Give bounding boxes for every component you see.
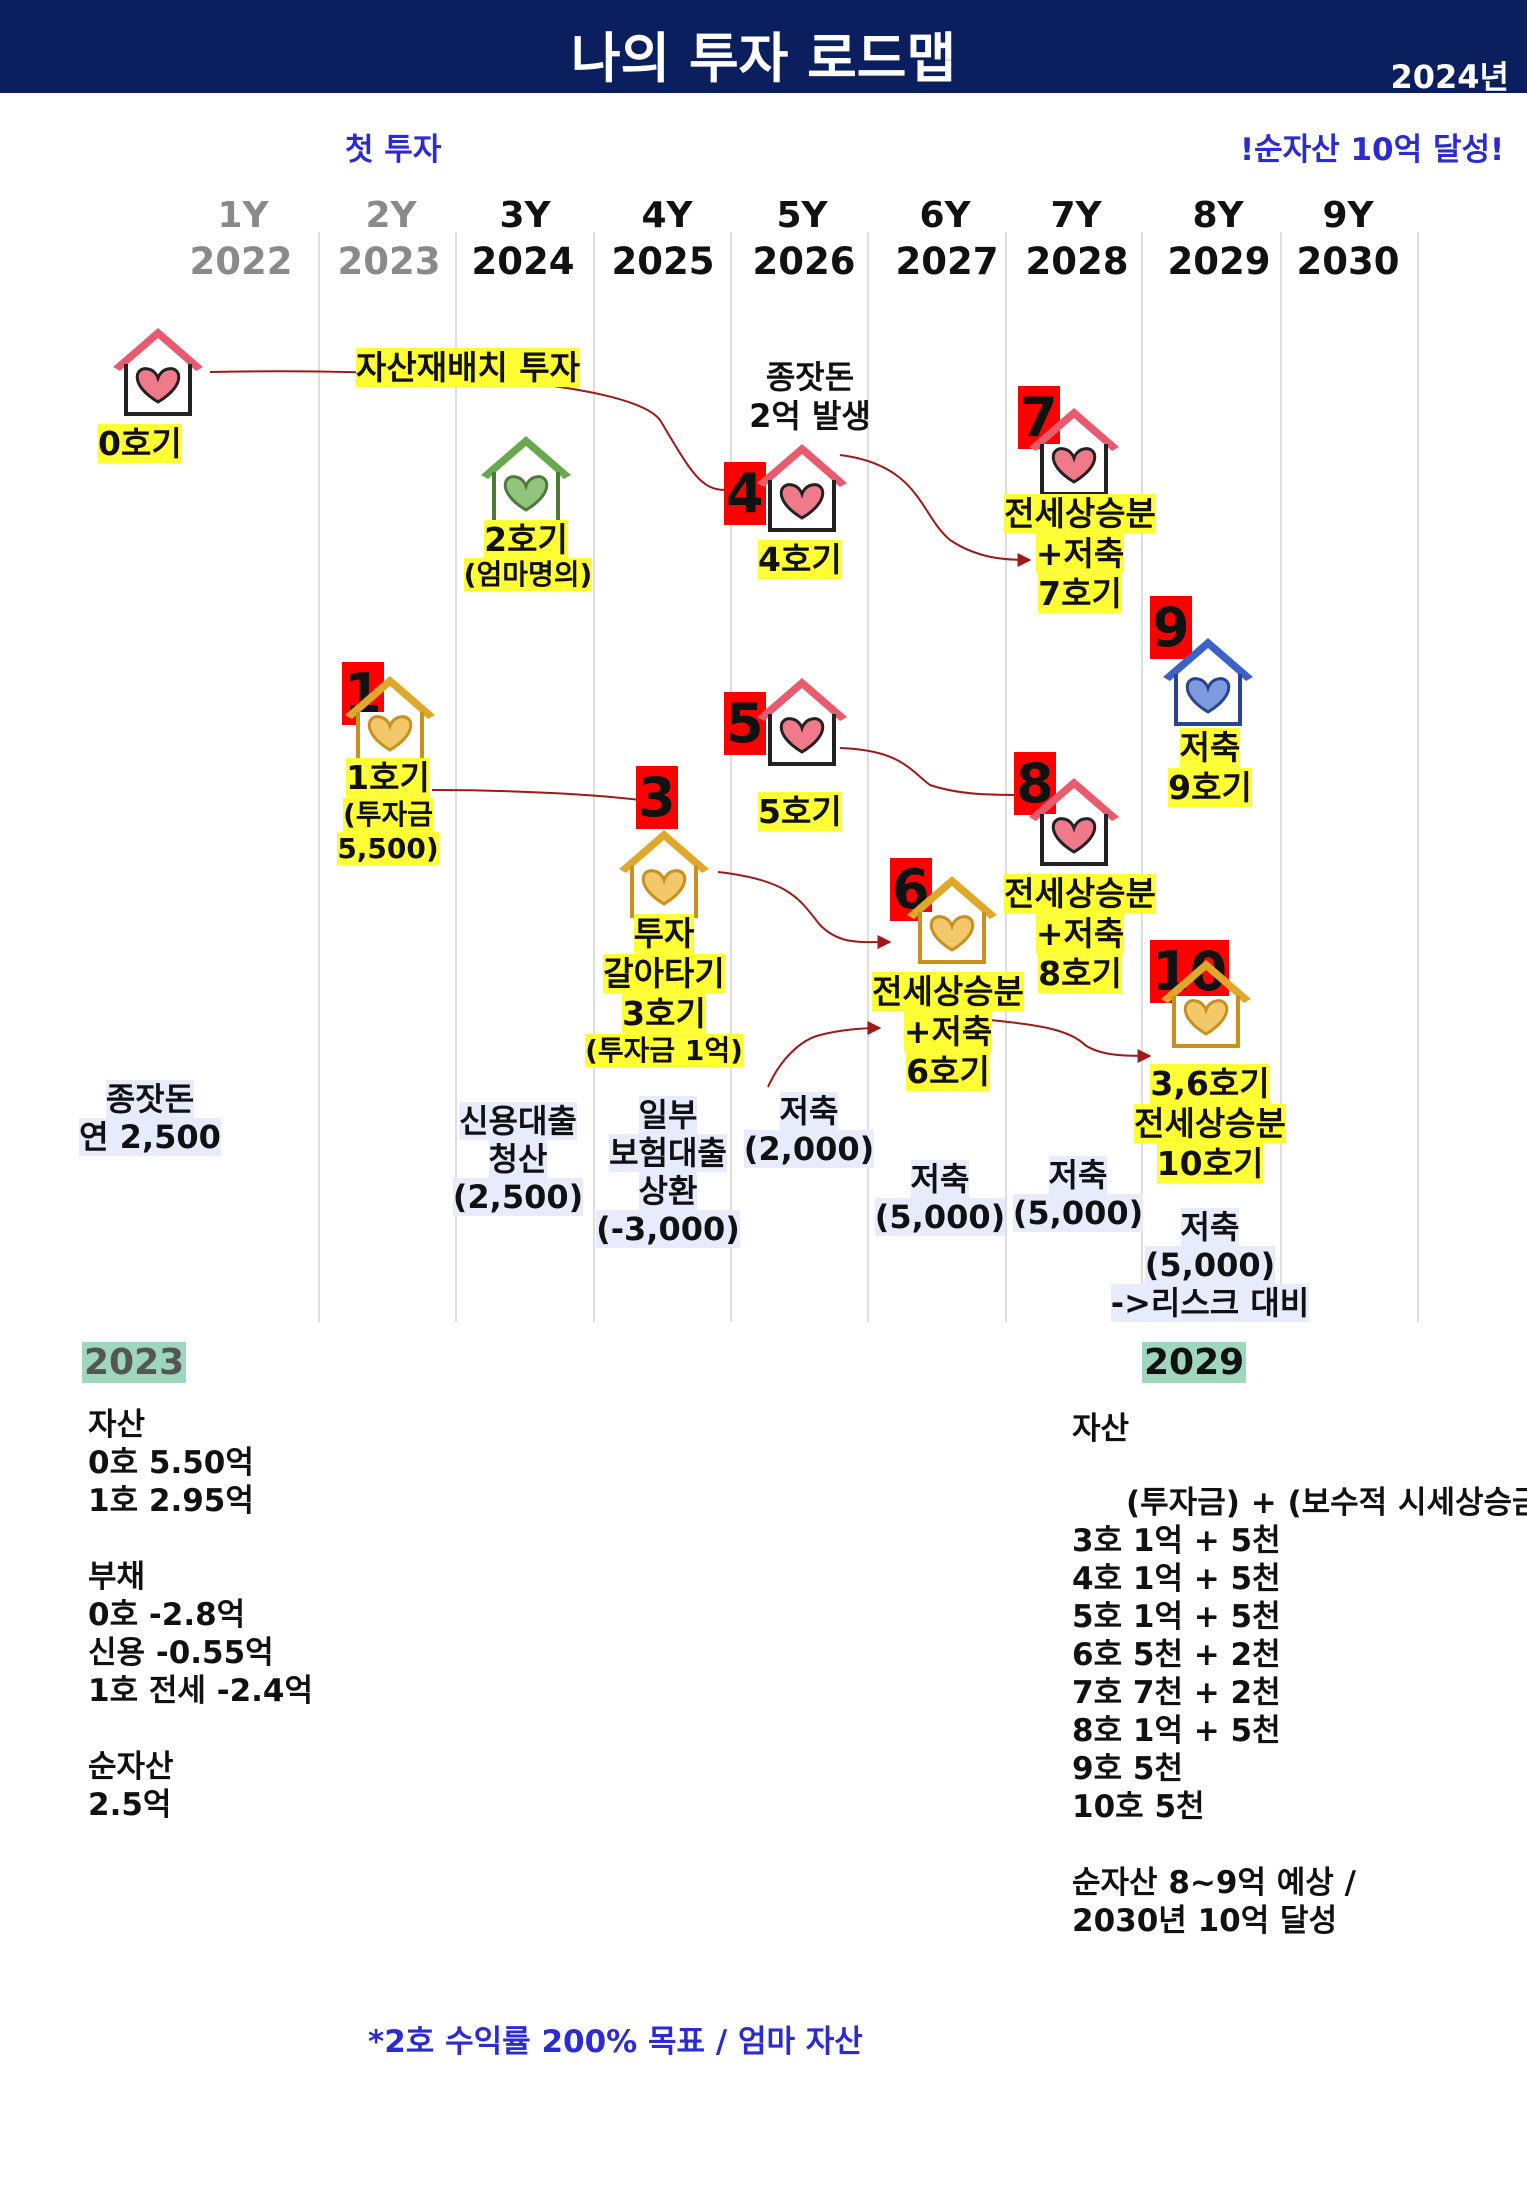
timeline-year-9: 2030 bbox=[1296, 240, 1400, 283]
reallocation-label: 자산재배치 투자 bbox=[356, 348, 581, 387]
house-heart-pink-icon bbox=[757, 678, 847, 766]
seed-money-label: 종잣돈 2억 발생 bbox=[749, 358, 871, 435]
summary-2029-lines: 3호 1억 + 5천 4호 1억 + 5천 5호 1억 + 5천 6호 5천 +… bbox=[1072, 1523, 1356, 1939]
arrow-1-to-3 bbox=[431, 789, 641, 801]
arrow-savings-to-6 bbox=[767, 1021, 882, 1088]
grid-line bbox=[730, 232, 732, 1322]
arrow-3-to-6 bbox=[717, 871, 892, 950]
insurance-loan-repay: 일부 보험대출 상환 (-3,000) bbox=[596, 1096, 740, 1248]
house-2-label: 2호기 bbox=[484, 520, 568, 559]
house-heart-blue-icon bbox=[1163, 638, 1253, 726]
house-heart-pink-icon bbox=[1029, 778, 1119, 866]
timeline-year-3: 2024 bbox=[471, 240, 575, 283]
grid-line bbox=[1141, 232, 1143, 1322]
goal-note: !순자산 10억 달성! bbox=[1240, 132, 1505, 168]
house-10-label: 3,6호기 전세상승분 10호기 bbox=[1134, 1064, 1286, 1183]
footnote: *2호 수익률 200% 목표 / 엄마 자산 bbox=[368, 2024, 863, 2060]
house-heart-gold-icon bbox=[619, 830, 709, 918]
timeline-y-4: 4Y bbox=[641, 195, 693, 236]
grid-line bbox=[1005, 232, 1007, 1322]
year-tag: 2024년 bbox=[1390, 58, 1509, 96]
savings-2029: 저축 (5,000) ->리스크 대비 bbox=[1110, 1208, 1310, 1322]
arrow-6-to-10 bbox=[989, 1019, 1152, 1063]
timeline-y-1: 1Y bbox=[217, 195, 269, 236]
timeline-year-6: 2027 bbox=[895, 240, 999, 283]
grid-line bbox=[455, 232, 457, 1322]
credit-loan-payoff: 신용대출 청산 (2,500) bbox=[452, 1102, 584, 1216]
grid-line bbox=[867, 232, 869, 1322]
house-4-number: 4 bbox=[724, 462, 766, 525]
house-9-label: 저축 9호기 bbox=[1168, 728, 1252, 807]
house-heart-pink-icon bbox=[757, 444, 847, 532]
arrow-4-to-7 bbox=[839, 454, 1032, 567]
house-7-number: 7 bbox=[1018, 386, 1060, 449]
summary-2029-heading: 자산 bbox=[1072, 1411, 1130, 1447]
grid-line bbox=[593, 232, 595, 1322]
timeline-year-2: 2023 bbox=[337, 240, 441, 283]
timeline-y-8: 8Y bbox=[1192, 195, 1244, 236]
house-2-sub: (엄마명의) bbox=[463, 558, 593, 591]
savings-2027: 저축 (5,000) bbox=[874, 1160, 1006, 1236]
timeline-y-7: 7Y bbox=[1050, 195, 1102, 236]
house-6-label: 전세상승분 +저축 6호기 bbox=[872, 972, 1024, 1091]
house-4-label: 4호기 bbox=[758, 540, 842, 579]
house-heart-gold-icon bbox=[1161, 960, 1251, 1048]
house-heart-green-icon bbox=[481, 436, 571, 524]
first-investment-note: 첫 투자 bbox=[345, 132, 442, 168]
timeline-y-2: 2Y bbox=[365, 195, 417, 236]
arrow-0-to-4 bbox=[209, 370, 726, 491]
summary-2029-formula: (투자금) + (보수적 시세상승금 bbox=[1126, 1485, 1527, 1521]
house-0-label: 0호기 bbox=[98, 424, 182, 463]
house-heart-pink-icon bbox=[113, 328, 203, 416]
house-7-label: 전세상승분 +저축 7호기 bbox=[1004, 494, 1156, 613]
savings-2028: 저축 (5,000) bbox=[1012, 1156, 1144, 1232]
timeline-year-8: 2029 bbox=[1167, 240, 1271, 283]
timeline-year-5: 2026 bbox=[752, 240, 856, 283]
summary-2023-year: 2023 bbox=[82, 1342, 187, 1383]
house-5-number: 5 bbox=[724, 692, 766, 755]
house-3-number: 3 bbox=[636, 766, 678, 829]
house-heart-gold-icon bbox=[907, 876, 997, 964]
timeline-y-3: 3Y bbox=[499, 195, 551, 236]
summary-2029-year: 2029 bbox=[1142, 1342, 1247, 1383]
grid-line bbox=[1417, 232, 1419, 1322]
house-heart-pink-icon bbox=[1029, 408, 1119, 496]
timeline-year-1: 2022 bbox=[189, 240, 293, 283]
timeline-y-9: 9Y bbox=[1322, 195, 1374, 236]
house-8-label: 전세상승분 +저축 8호기 bbox=[1004, 874, 1156, 993]
grid-line bbox=[1280, 232, 1282, 1322]
house-5-label: 5호기 bbox=[758, 792, 842, 831]
header-bar bbox=[0, 0, 1527, 93]
timeline-y-6: 6Y bbox=[919, 195, 971, 236]
house-1-label: 1호기 (투자금 5,500) bbox=[337, 758, 439, 865]
page-title: 나의 투자 로드맵 bbox=[570, 27, 957, 90]
grid-line bbox=[318, 232, 320, 1322]
house-9-number: 9 bbox=[1150, 596, 1192, 659]
timeline-y-5: 5Y bbox=[776, 195, 828, 236]
summary-2023-lines: 자산 0호 5.50억 1호 2.95억 부채 0호 -2.8억 신용 -0.5… bbox=[88, 1407, 314, 1823]
house-3-label: 투자 갈아타기 3호기 (투자금 1억) bbox=[585, 914, 743, 1067]
savings-2026: 저축 (2,000) bbox=[743, 1092, 875, 1168]
timeline-year-4: 2025 bbox=[611, 240, 715, 283]
house-heart-gold-icon bbox=[345, 676, 435, 764]
seed-money-annual: 종잣돈 연 2,500 bbox=[79, 1080, 221, 1156]
timeline-year-7: 2028 bbox=[1025, 240, 1129, 283]
arrow-5-to-8 bbox=[839, 747, 1032, 802]
